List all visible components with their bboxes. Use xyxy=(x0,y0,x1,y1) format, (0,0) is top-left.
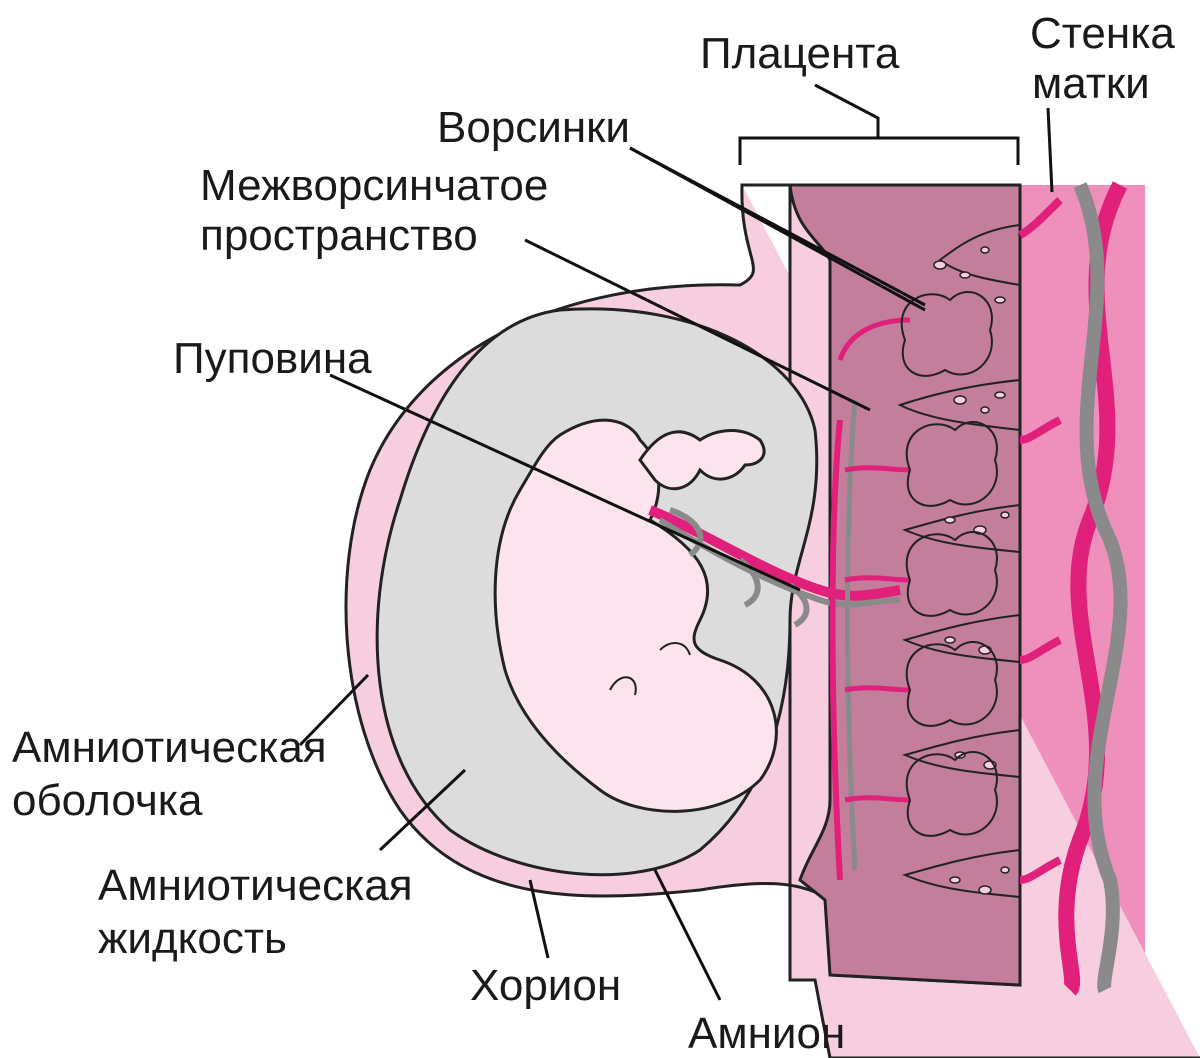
label-amniotic-fluid-line2: жидкость xyxy=(98,914,287,963)
label-intervillous-line1: Межворсинчатое xyxy=(200,161,548,210)
placenta-body xyxy=(788,183,1022,987)
villi xyxy=(900,290,998,837)
label-villi: Ворсинки xyxy=(437,103,630,152)
embryo-eye xyxy=(659,642,691,656)
embryo-limb xyxy=(638,429,766,491)
placenta-bracket xyxy=(738,83,1020,165)
label-chorion: Хорион xyxy=(470,961,621,1010)
label-umbilical-cord: Пуповина xyxy=(173,334,372,383)
label-uterine-wall-line1: Стенка xyxy=(1030,9,1175,58)
label-placenta: Плацента xyxy=(700,29,900,78)
embryo xyxy=(493,418,778,813)
label-uterine-wall-line2: матки xyxy=(1032,59,1150,108)
leader-lines xyxy=(298,107,1054,1001)
embryo-ear xyxy=(609,676,637,696)
uterine-vessels xyxy=(1018,181,1128,996)
label-amniotic-membrane-line1: Амниотическая xyxy=(12,723,327,772)
label-amnion: Амнион xyxy=(688,1009,845,1058)
decidual-septa xyxy=(897,223,1021,899)
label-amniotic-fluid-line1: Амниотическая xyxy=(98,861,413,910)
label-intervillous-line2: пространство xyxy=(200,211,478,260)
label-amniotic-membrane-line2: оболочка xyxy=(12,776,203,825)
